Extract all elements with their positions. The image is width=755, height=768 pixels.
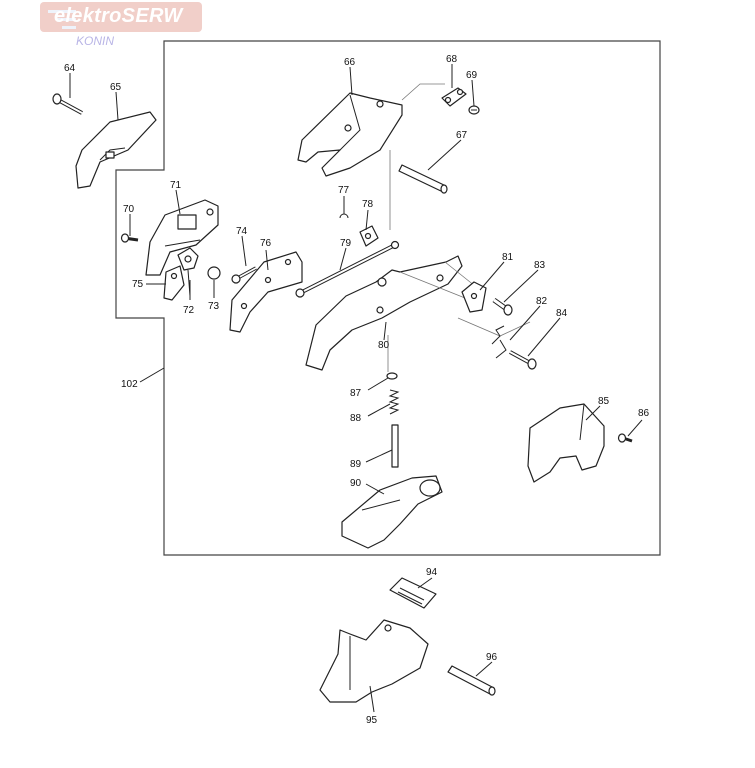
part-label: 76 xyxy=(260,238,272,249)
brand-logo xyxy=(40,2,202,32)
part-69-screw xyxy=(468,105,480,115)
part-85-guard xyxy=(527,403,605,483)
part-73-ball xyxy=(207,266,221,280)
part-75-lever xyxy=(163,265,185,301)
part-label: 78 xyxy=(362,199,374,210)
part-64-bolt xyxy=(52,93,83,115)
part-label: 75 xyxy=(132,279,144,290)
part-76-side-plate xyxy=(229,251,303,333)
part-label: 79 xyxy=(340,238,352,249)
part-label: 96 xyxy=(486,652,498,663)
part-78-link xyxy=(359,225,379,247)
leader-lines xyxy=(69,64,643,713)
part-label: 69 xyxy=(466,70,478,81)
part-label: 65 xyxy=(110,82,122,93)
part-96-pin xyxy=(447,665,496,696)
part-label: 68 xyxy=(446,54,458,65)
part-label: 80 xyxy=(378,340,390,351)
part-label: 66 xyxy=(344,57,356,68)
frame-label: 102 xyxy=(121,379,138,390)
part-79-rod xyxy=(295,240,400,298)
assembly-frame xyxy=(115,40,661,556)
part-label: 85 xyxy=(598,396,610,407)
part-label: 71 xyxy=(170,180,182,191)
part-label: 70 xyxy=(123,204,135,215)
part-90-base xyxy=(341,475,443,549)
part-label: 89 xyxy=(350,459,362,470)
part-label: 74 xyxy=(236,226,248,237)
part-label: 95 xyxy=(366,715,378,726)
part-83-bolt xyxy=(492,297,513,316)
part-95-lower-bracket xyxy=(319,619,429,703)
part-86-screw xyxy=(617,433,633,443)
part-label: 64 xyxy=(64,63,76,74)
part-label: 88 xyxy=(350,413,362,424)
part-71-plate xyxy=(145,199,219,276)
part-label: 67 xyxy=(456,130,468,141)
part-84-bolt xyxy=(509,350,537,370)
logo-stripe xyxy=(62,26,76,29)
part-label: 73 xyxy=(208,301,220,312)
part-74-bolt xyxy=(231,266,257,284)
part-label: 90 xyxy=(350,478,362,489)
part-87-washer xyxy=(386,372,398,380)
part-65-cover xyxy=(75,111,157,189)
part-68-link xyxy=(441,87,467,107)
part-66-bracket xyxy=(297,92,403,177)
part-67-pin xyxy=(398,164,448,194)
part-label: 86 xyxy=(638,408,650,419)
logo-brand-text: elektroSERW xyxy=(54,5,183,27)
logo-stripe xyxy=(56,18,76,21)
part-label: 77 xyxy=(338,185,350,196)
logo-sub-text: KONIN xyxy=(76,34,115,48)
dashed-guide xyxy=(401,83,445,101)
part-94-pad xyxy=(389,577,437,609)
part-label: 83 xyxy=(534,260,546,271)
part-80-arm xyxy=(305,255,463,371)
leader-102 xyxy=(139,367,165,383)
part-70-screw xyxy=(120,233,139,243)
part-89-pin xyxy=(391,424,399,468)
part-82-spring xyxy=(491,325,507,359)
dashed-guide xyxy=(457,317,531,337)
part-label: 87 xyxy=(350,388,362,399)
part-label: 94 xyxy=(426,567,438,578)
part-label: 72 xyxy=(183,305,195,316)
part-label: 82 xyxy=(536,296,548,307)
logo-stripe xyxy=(48,10,76,13)
part-88-spring xyxy=(388,389,400,415)
part-77-clip xyxy=(339,213,349,219)
part-label: 81 xyxy=(502,252,514,263)
part-label: 84 xyxy=(556,308,568,319)
